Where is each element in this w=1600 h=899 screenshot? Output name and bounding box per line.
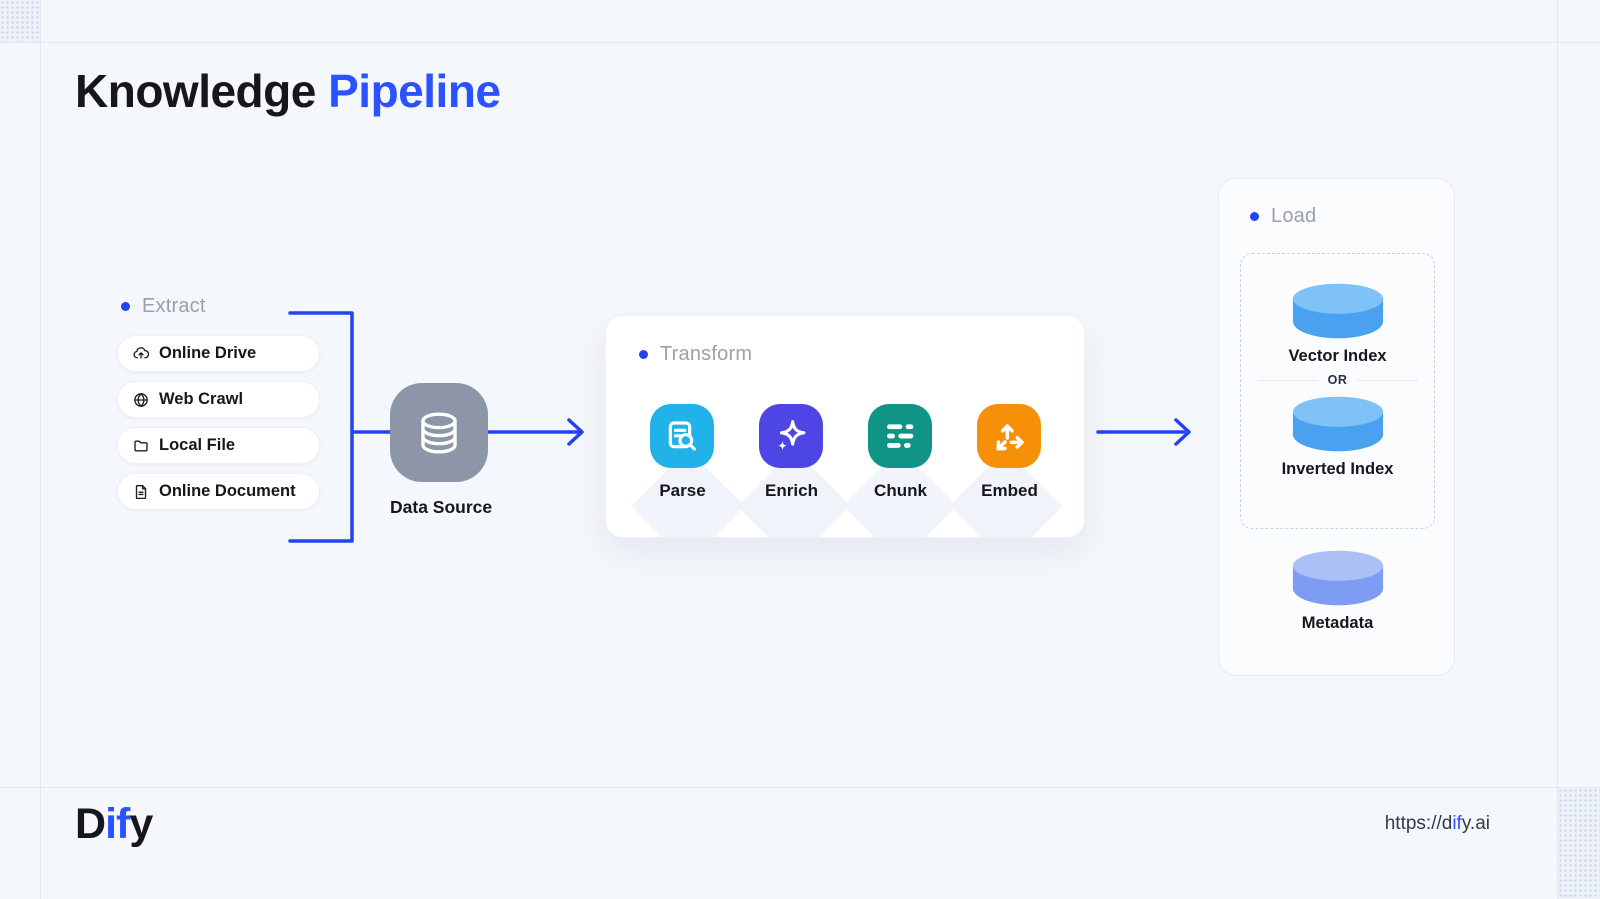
logo-part: y xyxy=(129,800,153,848)
embed-tile xyxy=(977,404,1041,468)
extract-item-label: Local File xyxy=(159,436,236,454)
cylinder-icon xyxy=(1292,550,1383,606)
data-source-tile xyxy=(390,383,488,482)
globe-icon xyxy=(134,392,148,407)
right-guide-line xyxy=(1557,0,1558,899)
database-icon xyxy=(421,411,457,454)
edge-dot-pattern xyxy=(1558,788,1600,899)
vector-index-node: Vector Index xyxy=(1288,280,1387,366)
load-section-label: Load xyxy=(1250,205,1316,228)
chunk-tile xyxy=(868,404,932,468)
step-label: Chunk xyxy=(874,481,927,500)
title-blue: Pipeline xyxy=(315,65,501,117)
extract-label-text: Extract xyxy=(142,295,206,317)
cylinder-icon xyxy=(1292,283,1383,339)
transform-step-embed: Embed xyxy=(977,404,1042,501)
sparkle-icon xyxy=(778,420,806,450)
transform-step-enrich: Enrich xyxy=(759,404,824,501)
transform-label-text: Transform xyxy=(660,343,753,365)
extract-source-list: Online Drive Web Crawl Local File Online… xyxy=(117,335,320,519)
vector-index-label: Vector Index xyxy=(1288,347,1387,365)
arrowhead-right-icon xyxy=(1174,418,1191,446)
metadata-node: Metadata xyxy=(1219,547,1456,633)
or-label: OR xyxy=(1327,373,1348,387)
arrowhead-right-icon xyxy=(567,418,584,446)
left-guide-line xyxy=(40,0,41,899)
footer-divider-line xyxy=(0,787,1600,788)
title-black: Knowledge xyxy=(75,65,316,117)
cloud-upload-icon xyxy=(133,346,150,359)
extract-item-online-document: Online Document xyxy=(117,473,320,510)
url-part: https://d xyxy=(1384,813,1453,834)
folder-icon xyxy=(134,440,148,451)
document-search-icon xyxy=(668,421,696,451)
document-icon xyxy=(135,484,147,499)
extract-item-web-crawl: Web Crawl xyxy=(117,381,320,418)
bullet-dot-icon xyxy=(1250,212,1259,221)
load-section-card: Load Vector Index OR Inverted xyxy=(1218,178,1455,676)
inverted-index-node: Inverted Index xyxy=(1281,393,1394,479)
metadata-label: Metadata xyxy=(1301,614,1374,632)
transform-steps-row: Parse Enrich xyxy=(606,404,1084,501)
divider-line xyxy=(1357,379,1418,381)
transform-section-label: Transform xyxy=(639,343,752,366)
or-divider: OR xyxy=(1257,373,1418,387)
step-label: Parse xyxy=(659,481,706,500)
extract-item-local-file: Local File xyxy=(117,427,320,464)
url-part: y.ai xyxy=(1461,813,1490,834)
branch-arrows-icon xyxy=(996,424,1024,451)
bullet-dot-icon xyxy=(121,302,130,311)
site-url: https://dify.ai xyxy=(1385,813,1490,835)
index-options-box: Vector Index OR Inverted Index xyxy=(1240,253,1435,529)
parse-tile xyxy=(650,404,714,468)
step-label: Embed xyxy=(981,481,1038,500)
load-label-text: Load xyxy=(1271,205,1317,227)
extract-item-label: Web Crawl xyxy=(159,390,244,408)
divider-line xyxy=(1257,379,1318,381)
extract-item-label: Online Document xyxy=(159,482,296,500)
enrich-tile xyxy=(759,404,823,468)
corner-dot-pattern xyxy=(0,0,40,42)
bullet-dot-icon xyxy=(639,350,648,359)
logo-part-highlight: if xyxy=(105,800,130,848)
dify-logo: Dify xyxy=(75,800,153,849)
url-part-highlight: if xyxy=(1452,813,1462,834)
extract-section-label: Extract xyxy=(121,295,206,318)
text-lines-icon xyxy=(887,424,914,448)
inverted-index-label: Inverted Index xyxy=(1281,460,1394,478)
transform-section-card: Transform Parse xyxy=(605,315,1085,538)
step-label: Enrich xyxy=(765,481,818,500)
logo-part: D xyxy=(75,800,106,848)
transform-step-parse: Parse xyxy=(650,404,715,501)
cylinder-icon xyxy=(1292,396,1383,452)
data-source-node: Data Source xyxy=(390,383,493,518)
transform-step-chunk: Chunk xyxy=(868,404,933,501)
page-title: Knowledge Pipeline xyxy=(75,64,501,118)
top-guide-line xyxy=(0,42,1600,43)
data-source-label: Data Source xyxy=(390,497,493,517)
extract-item-online-drive: Online Drive xyxy=(117,335,320,372)
extract-item-label: Online Drive xyxy=(159,344,257,362)
